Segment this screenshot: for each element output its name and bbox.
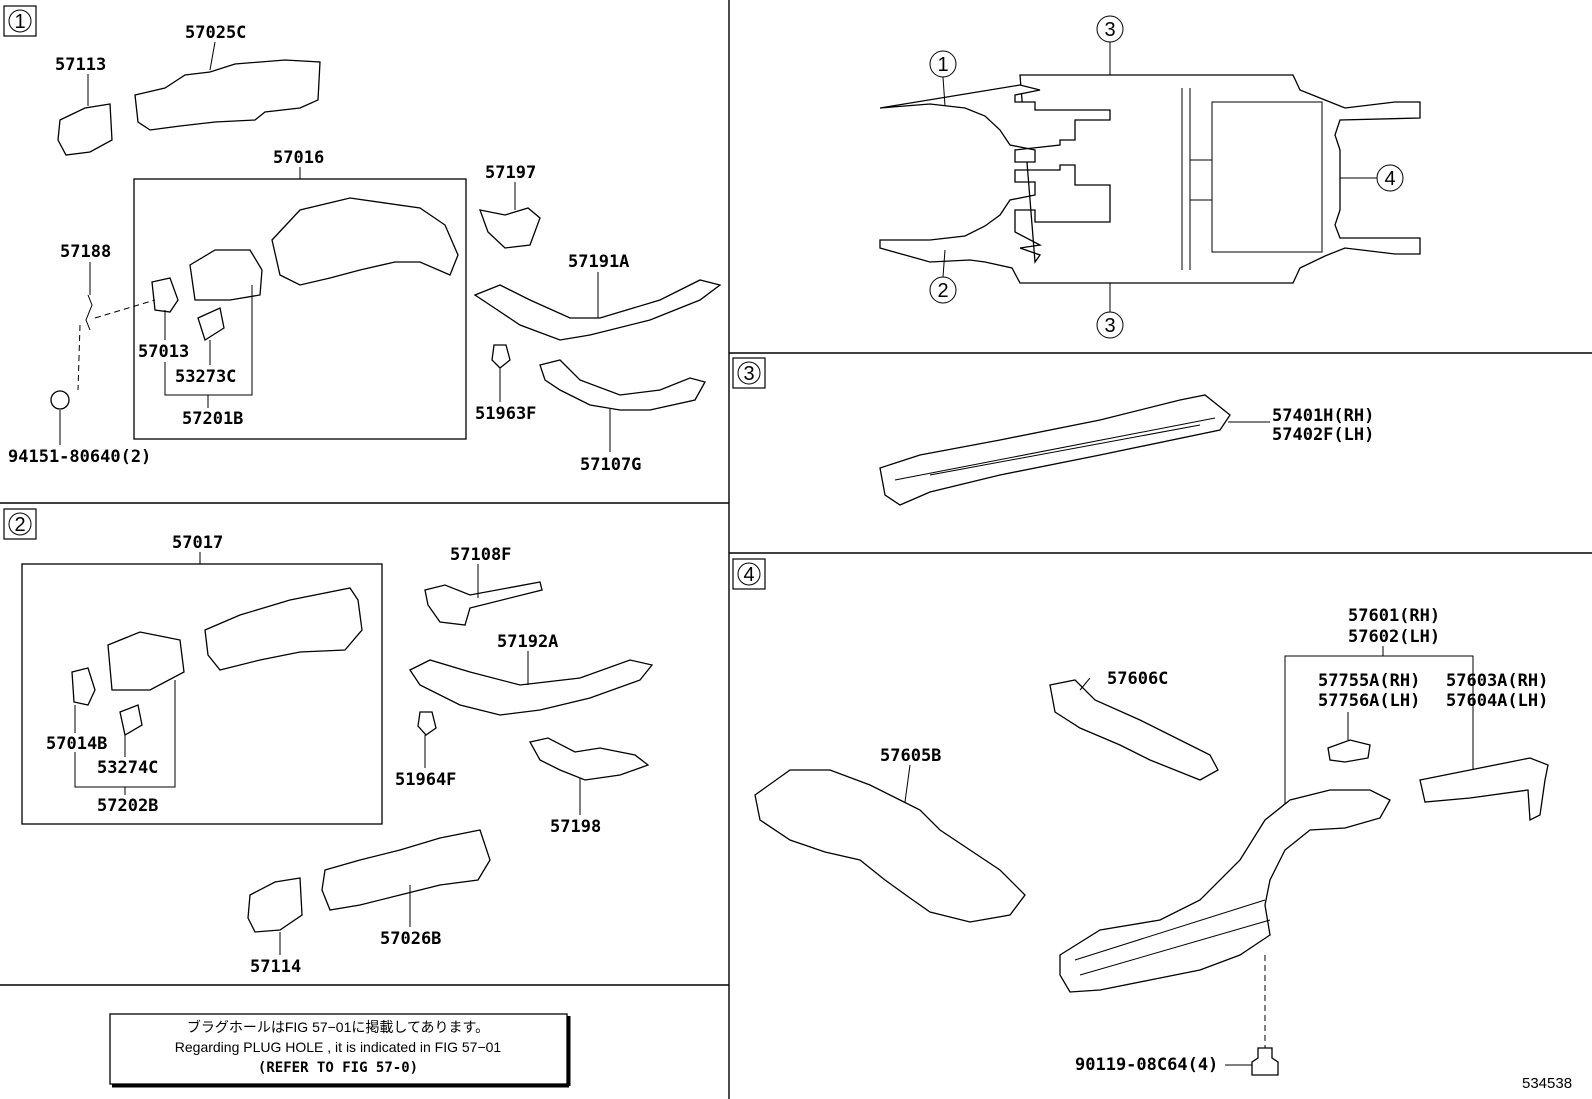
section-2: 57017 57014B 53274C 57202B 57108F 57192A… — [21, 533, 654, 977]
part-57603A — [1419, 757, 1549, 822]
label-57025C: 57025C — [185, 23, 246, 43]
label-57401H: 57401H(RH) — [1272, 406, 1374, 426]
label-57402F: 57402F(LH) — [1272, 425, 1374, 445]
part-57014B — [71, 667, 96, 706]
part-53273C — [197, 307, 225, 341]
label-53274C: 53274C — [97, 758, 158, 778]
part-57198 — [529, 737, 650, 781]
note-line-en: Regarding PLUG HOLE , it is indicated in… — [175, 1039, 502, 1055]
part-57601 — [1059, 789, 1391, 993]
label-57192A: 57192A — [497, 632, 558, 652]
label-57113: 57113 — [55, 55, 106, 75]
note-line-refer: (REFER TO FIG 57-0) — [258, 1060, 418, 1076]
frame-overview — [879, 74, 1421, 284]
part-57606C — [1049, 679, 1219, 781]
label-57605B: 57605B — [880, 746, 941, 766]
label-57017: 57017 — [172, 533, 223, 553]
label-57107G: 57107G — [580, 455, 641, 475]
label-57114: 57114 — [250, 957, 301, 977]
label-57602: 57602(LH) — [1348, 627, 1440, 647]
part-57017-bracket — [107, 631, 185, 691]
part-57755A — [1327, 739, 1371, 763]
section-4: 57601(RH) 57602(LH) 57606C 57755A(RH) 57… — [754, 606, 1549, 1076]
label-57026B: 57026B — [380, 929, 441, 949]
overview-callouts: 3 1 2 4 3 — [929, 15, 1404, 339]
label-90119: 90119-08C64(4) — [1075, 1055, 1218, 1075]
svg-text:3: 3 — [743, 363, 754, 385]
label-57201B: 57201B — [182, 409, 243, 429]
label-57601: 57601(RH) — [1348, 606, 1440, 626]
label-53273C: 53273C — [175, 367, 236, 387]
part-57108F — [424, 581, 543, 626]
label-57755A: 57755A(RH) — [1318, 671, 1420, 691]
label-51964F: 51964F — [395, 770, 456, 790]
part-53274C — [119, 704, 143, 737]
part-57191A — [473, 279, 722, 341]
diagram-reference-number: 534538 — [1522, 1075, 1572, 1092]
svg-text:4: 4 — [1384, 168, 1395, 190]
note-line-ja: ブラグホールはFIG 57−01に掲載してあります。 — [187, 1019, 489, 1035]
svg-text:2: 2 — [937, 280, 948, 302]
group-box-57017 — [21, 563, 383, 825]
label-57191A: 57191A — [568, 252, 629, 272]
part-90119-bolt — [1251, 1047, 1279, 1076]
label-57604A: 57604A(LH) — [1446, 691, 1548, 711]
part-57401H — [879, 394, 1231, 506]
part-57016-bracket — [189, 249, 263, 301]
part-57113 — [57, 103, 113, 156]
section-1: 57025C 57113 57016 57197 57188 94151-806… — [8, 23, 722, 475]
label-57013: 57013 — [138, 342, 189, 362]
part-94151-nut — [50, 390, 70, 410]
label-57606C: 57606C — [1107, 669, 1168, 689]
svg-text:3: 3 — [1104, 19, 1115, 41]
plug-hole-note: ブラグホールはFIG 57−01に掲載してあります。 Regarding PLU… — [109, 1013, 571, 1088]
part-57197 — [478, 207, 541, 249]
section-marker-2: 2 — [3, 508, 37, 540]
label-57016: 57016 — [273, 148, 324, 168]
label-57197: 57197 — [485, 163, 536, 183]
part-57026B — [321, 829, 491, 911]
part-57025C — [134, 59, 321, 131]
part-57017-main — [204, 587, 363, 671]
label-57108F: 57108F — [450, 545, 511, 565]
label-57756A: 57756A(LH) — [1318, 691, 1420, 711]
label-51963F: 51963F — [475, 404, 536, 424]
label-57603A: 57603A(RH) — [1446, 671, 1548, 691]
label-57202B: 57202B — [97, 796, 158, 816]
section-3: 57401H(RH) 57402F(LH) — [879, 394, 1374, 506]
part-57605B — [754, 769, 1026, 923]
label-94151: 94151-80640(2) — [8, 447, 151, 467]
svg-text:3: 3 — [1104, 315, 1115, 337]
part-57107G — [539, 359, 706, 411]
label-57188: 57188 — [60, 242, 111, 262]
svg-text:1: 1 — [14, 11, 25, 33]
section-marker-3: 3 — [732, 357, 766, 389]
part-57016-main — [271, 197, 459, 286]
svg-text:1: 1 — [937, 54, 948, 76]
section-marker-1: 1 — [3, 5, 37, 37]
part-57188 — [85, 294, 93, 331]
part-57013 — [151, 277, 179, 313]
svg-text:2: 2 — [14, 514, 25, 536]
part-57192A — [409, 659, 654, 716]
section-marker-4: 4 — [732, 558, 766, 590]
part-51963F — [491, 344, 511, 369]
part-51964F — [417, 711, 437, 736]
label-57198: 57198 — [550, 817, 601, 837]
label-57014B: 57014B — [46, 734, 107, 754]
part-57114 — [247, 877, 303, 933]
svg-text:4: 4 — [743, 564, 754, 586]
